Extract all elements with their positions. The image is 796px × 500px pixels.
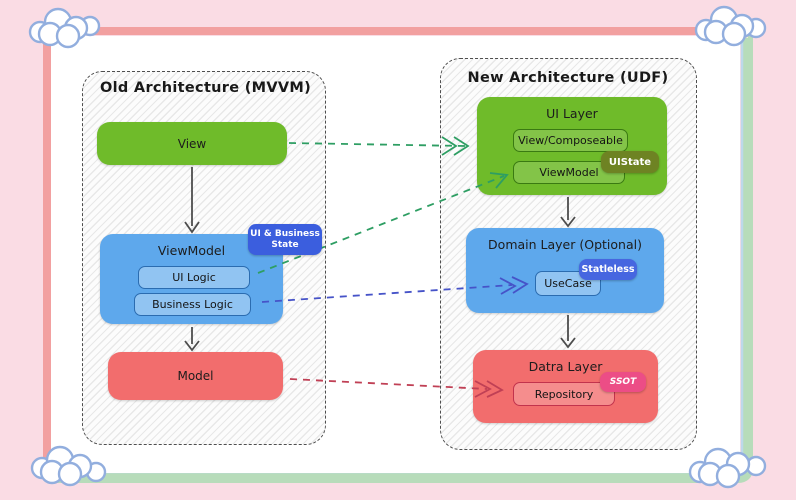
ui-layer-label: UI Layer — [546, 106, 598, 121]
old-architecture-title: Old Architecture (MVVM) — [100, 80, 312, 96]
new-architecture-title: New Architecture (UDF) — [467, 70, 669, 86]
view-composeable-label: View/Composeable — [518, 134, 623, 147]
data-layer-label: Datra Layer — [528, 359, 603, 374]
ui-logic-label: UI Logic — [172, 271, 216, 284]
new-viewmodel-label: ViewModel — [539, 166, 599, 179]
viewmodel-label: ViewModel — [157, 243, 226, 258]
uistate-label: UIState — [608, 156, 652, 168]
model-node: Model — [108, 352, 283, 400]
ui-business-state-badge: UI & Business State — [248, 224, 322, 255]
domain-layer-label: Domain Layer (Optional) — [488, 237, 642, 252]
ssot-label: SSOT — [609, 377, 637, 387]
uistate-badge: UIState — [601, 151, 659, 173]
ui-business-state-label: UI & Business State — [250, 228, 320, 250]
view-composeable-box: View/Composeable — [513, 129, 628, 152]
model-label: Model — [177, 369, 214, 383]
view-label: View — [177, 136, 207, 151]
business-logic-box: Business Logic — [134, 293, 251, 316]
view-node: View — [97, 122, 287, 165]
stateless-badge: Statleless — [579, 259, 637, 280]
business-logic-label: Business Logic — [152, 298, 233, 311]
repository-label: Repository — [534, 387, 594, 401]
ui-logic-box: UI Logic — [138, 266, 250, 289]
stateless-label: Statleless — [581, 264, 635, 275]
ssot-badge: SSOT — [600, 372, 646, 392]
